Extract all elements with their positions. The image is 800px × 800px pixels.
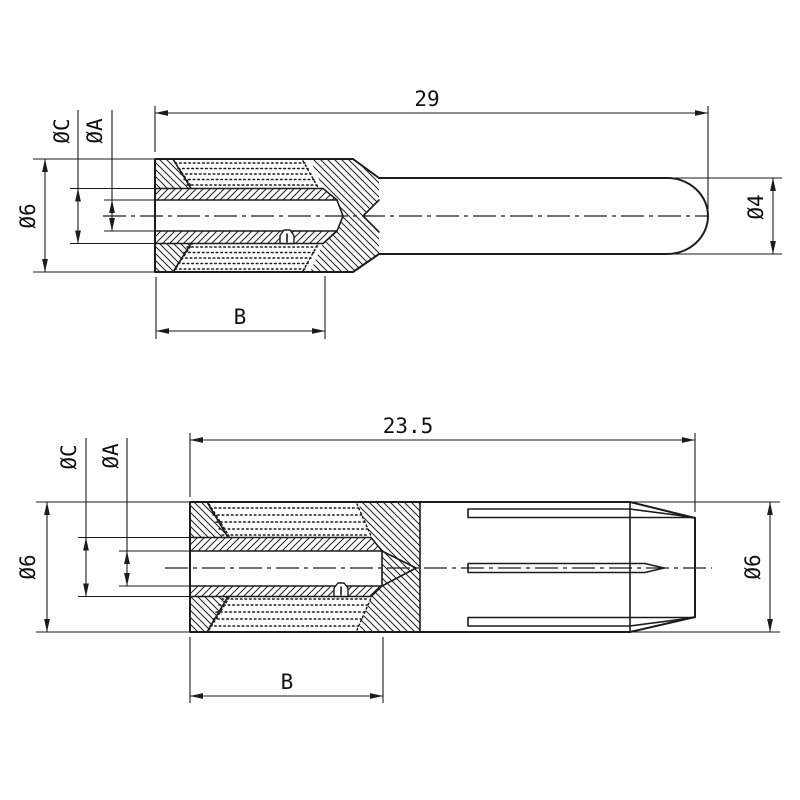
dim-label-socket-barrel: B (281, 670, 294, 694)
pin-inspection-hole (279, 229, 295, 245)
dim-label-pin-length: 29 (414, 87, 439, 111)
dim-label-socket-od-left: Ø6 (16, 554, 40, 579)
socket-dimensions: 23.5 Ø6 ØC ØA Ø6 B (16, 414, 780, 703)
dim-label-pin-bore-c: ØC (50, 118, 74, 143)
dim-label-pin-diameter: Ø4 (744, 194, 768, 219)
socket-outer-profile (189, 501, 696, 633)
pin-contact-view: 29 Ø6 ØC ØA Ø4 B (16, 87, 782, 339)
dim-label-socket-od-right: Ø6 (741, 554, 765, 579)
socket-knurl-dotted (208, 503, 372, 631)
socket-inspection-hole (333, 582, 349, 598)
socket-contact-view: 23.5 Ø6 ØC ØA Ø6 B (16, 414, 780, 703)
dim-label-socket-bore-a: ØA (99, 443, 123, 469)
dim-label-pin-bore-a: ØA (83, 118, 107, 144)
pin-knurl-dotted (173, 160, 319, 272)
dim-label-socket-bore-c: ØC (57, 444, 81, 469)
dim-label-pin-barrel: B (234, 305, 247, 329)
socket-slots (467, 508, 696, 627)
dim-label-pin-od: Ø6 (16, 203, 40, 228)
dim-label-socket-length: 23.5 (383, 414, 434, 438)
socket-bore-lines (189, 501, 421, 633)
pin-dimensions: 29 Ø6 ØC ØA Ø4 B (16, 87, 782, 339)
